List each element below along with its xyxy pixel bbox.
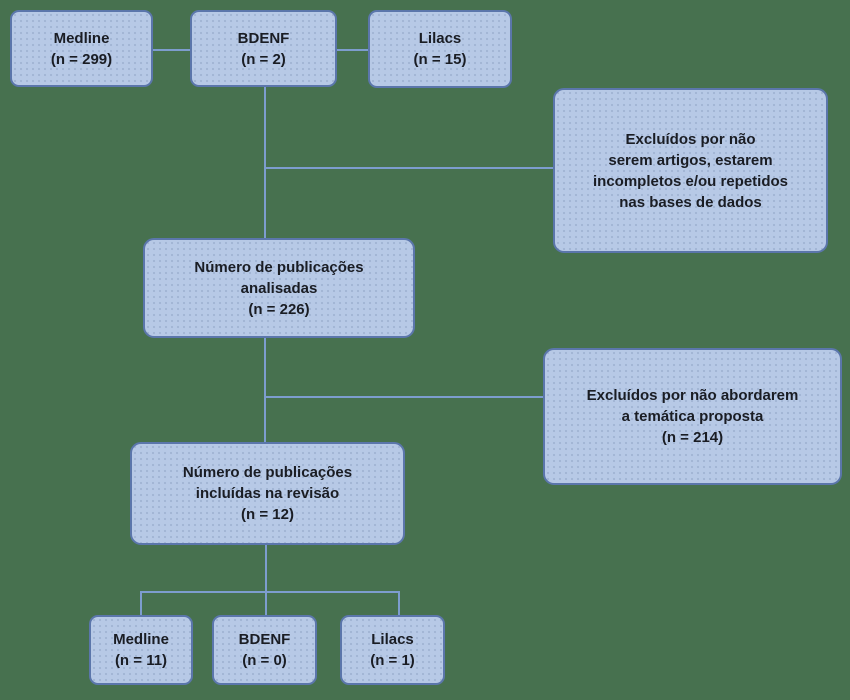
connector-bdenf-to-analyzed (264, 87, 266, 238)
node-publications-analyzed: Número de publicações analisadas (n = 22… (143, 238, 415, 338)
connector-included-to-results (265, 545, 267, 615)
connector-to-excluded-second (265, 396, 543, 398)
node-title: Medline (53, 29, 110, 47)
node-text-line: incluídas na revisão (195, 485, 340, 502)
connector-analyzed-to-included (264, 338, 266, 442)
connector-results-distribution (140, 591, 400, 593)
node-text-line: incompletos e/ou repetidos (592, 172, 789, 190)
node-bdenf-source: BDENF (n = 2) (190, 10, 337, 87)
connector-to-excluded-first (265, 167, 553, 169)
node-bdenf-result: BDENF (n = 0) (212, 615, 317, 685)
node-count: (n = 299) (50, 50, 113, 68)
node-text-line: serem artigos, estarem (608, 151, 773, 169)
node-text-line: nas bases de dados (619, 193, 762, 211)
node-title: BDENF (237, 29, 290, 47)
node-text-line: Número de publicações (182, 464, 353, 481)
node-lilacs-source: Lilacs (n = 15) (368, 10, 512, 88)
node-text-line: a temática proposta (621, 408, 764, 425)
node-count: (n = 1) (370, 652, 415, 669)
node-medline-result: Medline (n = 11) (89, 615, 193, 685)
connector-medline-bdenf (153, 49, 190, 51)
node-text-line: Excluídos por não (625, 130, 756, 148)
node-title: Lilacs (418, 30, 462, 47)
node-excluded-incomplete: Excluídos por não serem artigos, estarem… (553, 88, 828, 253)
connector-stub-lilacs-result (398, 592, 400, 615)
node-count: (n = 15) (413, 51, 467, 68)
node-count: (n = 214) (661, 429, 724, 446)
node-count: (n = 0) (242, 652, 287, 669)
node-title: BDENF (238, 631, 291, 648)
node-lilacs-result: Lilacs (n = 1) (340, 615, 445, 685)
node-medline-source: Medline (n = 299) (10, 10, 153, 87)
node-count: (n = 2) (241, 50, 286, 68)
node-text-line: Excluídos por não abordarem (586, 387, 799, 404)
node-text-line: analisadas (240, 279, 318, 297)
node-title: Lilacs (371, 631, 414, 648)
node-count: (n = 226) (248, 300, 310, 318)
node-text-line: Número de publicações (194, 258, 364, 276)
connector-bdenf-lilacs (337, 49, 368, 51)
node-publications-included: Número de publicações incluídas na revis… (130, 442, 405, 545)
node-excluded-off-topic: Excluídos por não abordarem a temática p… (543, 348, 842, 485)
node-count: (n = 12) (241, 506, 294, 523)
connector-stub-medline-result (140, 592, 142, 615)
node-count: (n = 11) (114, 652, 168, 669)
node-title: Medline (113, 631, 169, 648)
